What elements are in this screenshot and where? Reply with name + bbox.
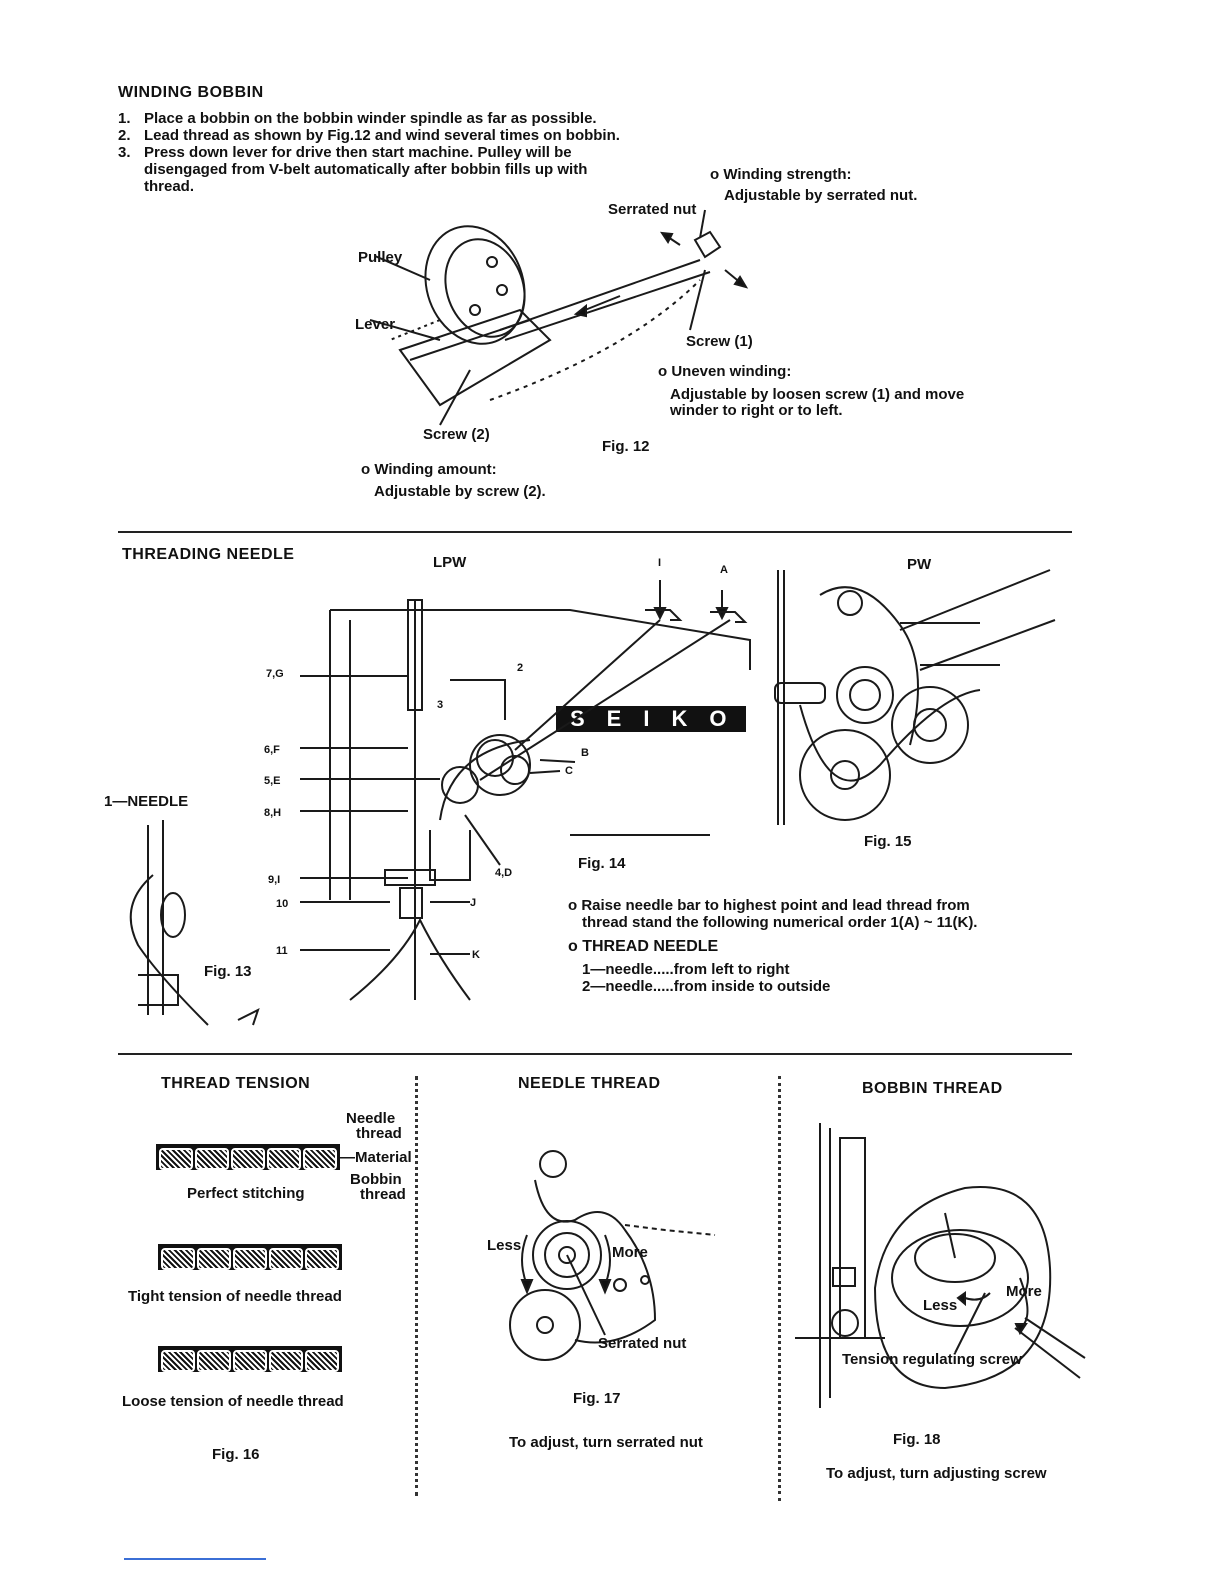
- fig16-label: Fig. 16: [212, 1446, 260, 1463]
- label-4d: 4,D: [495, 867, 513, 879]
- winding-title: WINDING BOBBIN: [118, 84, 264, 101]
- thread-tension-title: THREAD TENSION: [161, 1075, 311, 1092]
- thread-needle-heading: o THREAD NEEDLE: [568, 938, 719, 955]
- needle2-instruction: 2—needle.....from inside to outside: [582, 978, 831, 995]
- uneven-title: o Uneven winding:: [658, 363, 792, 380]
- bobbin-case-illustration: [795, 1123, 1086, 1408]
- uneven-line2: winder to right or to left.: [670, 402, 843, 419]
- needle1-instruction: 1—needle.....from left to right: [582, 961, 790, 978]
- more-label: More: [1006, 1283, 1042, 1300]
- perfect-stitch-sample: [156, 1144, 340, 1170]
- perfect-stitching-label: Perfect stitching: [187, 1185, 305, 1202]
- tension-screw-label: Tension regulating screw: [842, 1351, 1022, 1368]
- section-divider: [118, 531, 1072, 533]
- label-k: K: [472, 949, 480, 961]
- winding-amount-text: Adjustable by screw (2).: [374, 483, 546, 500]
- needle-thread-label-2: thread: [356, 1125, 402, 1142]
- loose-tension-label: Loose tension of needle thread: [122, 1393, 344, 1410]
- pw-label: PW: [907, 556, 932, 573]
- winding-strength-text: Adjustable by serrated nut.: [724, 187, 918, 204]
- serrated-nut-label: Serrated nut: [598, 1335, 687, 1352]
- winding-step: 2.Lead thread as shown by Fig.12 and win…: [118, 127, 620, 144]
- fig18-label: Fig. 18: [893, 1431, 941, 1448]
- one-needle-label: 1—NEEDLE: [104, 793, 189, 810]
- winding-step: 1.Place a bobbin on the bobbin winder sp…: [118, 110, 597, 127]
- winding-strength-title: o Winding strength:: [710, 166, 852, 183]
- winding-steps: 1.Place a bobbin on the bobbin winder sp…: [118, 110, 638, 195]
- fig15-label: Fig. 15: [864, 833, 912, 850]
- label-9i: 9,I: [268, 874, 281, 886]
- label-6f: 6,F: [264, 744, 280, 756]
- bobbin-thread-label-1: Bobbin: [350, 1171, 402, 1188]
- more-label: More: [612, 1244, 648, 1261]
- bobbin-thread-title: BOBBIN THREAD: [862, 1080, 1003, 1097]
- bobbin-winder-illustration: [369, 209, 749, 426]
- one-needle-illustration: [129, 820, 260, 1026]
- fig12-label: Fig. 12: [602, 438, 650, 455]
- label-3: 3: [437, 699, 444, 711]
- winding-amount-title: o Winding amount:: [361, 461, 497, 478]
- threading-title: THREADING NEEDLE: [122, 546, 295, 563]
- label-5e: 5,E: [264, 775, 281, 787]
- label-c: C: [565, 765, 573, 777]
- needle-thread-caption: To adjust, turn serrated nut: [509, 1434, 703, 1451]
- screw1-label: Screw (1): [686, 333, 753, 350]
- fig17-label: Fig. 17: [573, 1390, 621, 1407]
- loose-stitch-sample: [158, 1346, 342, 1372]
- needle-tension-illustration: [509, 1150, 716, 1361]
- label-2: 2: [517, 662, 524, 674]
- material-label: —Material: [340, 1149, 412, 1166]
- label-a: A: [720, 564, 728, 576]
- label-i: I: [658, 557, 662, 569]
- lpw-label: LPW: [433, 554, 467, 571]
- label-8h: 8,H: [264, 807, 282, 819]
- section-divider: [118, 1053, 1072, 1055]
- needle-thread-title: NEEDLE THREAD: [518, 1075, 661, 1092]
- label-j: J: [470, 897, 477, 909]
- column-separator: [415, 1076, 418, 1496]
- less-label: Less: [923, 1297, 958, 1314]
- fig14-label: Fig. 14: [578, 855, 626, 872]
- page-footer-rule: [124, 1558, 266, 1560]
- winding-step: 3.Press down lever for drive then start …: [118, 144, 588, 195]
- uneven-line1: Adjustable by loosen screw (1) and move: [670, 386, 965, 403]
- label-7g: 7,G: [266, 668, 284, 680]
- label-10: 10: [276, 898, 289, 910]
- pw-tension-illustration: [774, 569, 1056, 825]
- bobbin-thread-label-2: thread: [360, 1186, 406, 1203]
- raise-line2: thread stand the following numerical ord…: [582, 914, 978, 931]
- screw2-label: Screw (2): [423, 426, 490, 443]
- lever-label: Lever: [355, 316, 396, 333]
- less-label: Less: [487, 1237, 522, 1254]
- serrated-nut-label: Serrated nut: [608, 201, 697, 218]
- bobbin-thread-caption: To adjust, turn adjusting screw: [826, 1465, 1047, 1482]
- tight-stitch-sample: [158, 1244, 342, 1270]
- label-11: 11: [276, 945, 288, 957]
- column-separator: [778, 1076, 781, 1501]
- tight-tension-label: Tight tension of needle thread: [128, 1288, 342, 1305]
- raise-line1: o Raise needle bar to highest point and …: [568, 897, 970, 914]
- lpw-machine-illustration: [300, 580, 751, 1001]
- needle-thread-label-1: Needle: [346, 1110, 396, 1127]
- label-b: B: [581, 747, 589, 759]
- fig13-label: Fig. 13: [204, 963, 252, 980]
